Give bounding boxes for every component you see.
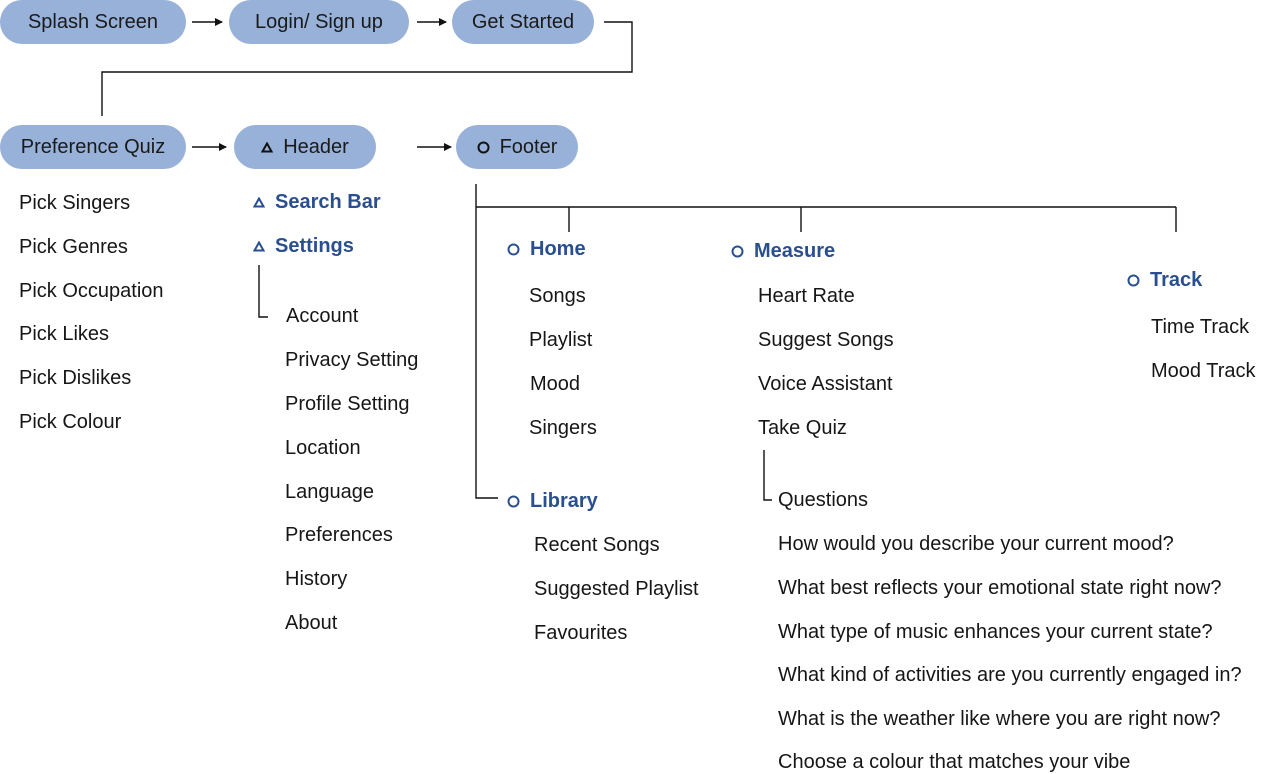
splash-screen-label: Splash Screen [27, 10, 159, 33]
quiz-item: Pick Dislikes [19, 367, 132, 389]
measure-item: Suggest Songs [758, 329, 894, 351]
quiz-item: Pick Singers [19, 192, 131, 214]
home-item: Mood [530, 373, 581, 395]
settings-heading: Settings [253, 234, 354, 258]
circle-icon [507, 495, 520, 508]
circle-icon [1127, 274, 1140, 287]
header-label: Header [283, 135, 349, 158]
search-bar-heading: Search Bar [253, 190, 381, 214]
settings-item: History [285, 568, 348, 590]
circle-icon [477, 141, 490, 154]
settings-item: Account [286, 305, 359, 327]
measure-heading: Measure [731, 239, 835, 263]
connector-get-started-to-quiz [101, 21, 633, 116]
preference-quiz-node: Preference Quiz [0, 125, 186, 169]
library-item: Recent Songs [534, 534, 660, 556]
track-heading: Track [1127, 268, 1202, 292]
home-item: Playlist [529, 329, 593, 351]
library-heading: Library [507, 489, 598, 513]
home-item: Songs [529, 285, 586, 307]
track-item: Mood Track [1151, 360, 1256, 382]
library-item: Suggested Playlist [534, 578, 699, 600]
settings-item: Preferences [285, 524, 393, 546]
settings-item: Profile Setting [285, 393, 410, 415]
get-started-label: Get Started [471, 10, 575, 33]
quiz-item: Pick Genres [19, 236, 128, 258]
track-item: Time Track [1151, 316, 1250, 338]
quiz-item: Pick Colour [19, 411, 122, 433]
footer-node: Footer [456, 125, 578, 169]
measure-item: Voice Assistant [758, 373, 893, 395]
login-signup-node: Login/ Sign up [229, 0, 409, 44]
circle-icon [507, 243, 520, 256]
question-item: What kind of activities are you currentl… [778, 664, 1242, 686]
home-item: Singers [529, 417, 597, 439]
splash-screen-node: Splash Screen [0, 0, 186, 44]
questions-heading: Questions [778, 489, 869, 511]
quiz-item: Pick Occupation [19, 280, 164, 302]
measure-item: Heart Rate [758, 285, 855, 307]
question-item: What is the weather like where you are r… [778, 708, 1221, 730]
settings-item: Language [285, 481, 374, 503]
measure-label: Measure [754, 240, 836, 262]
circle-icon [731, 245, 744, 258]
home-label: Home [530, 238, 586, 260]
connector-take-quiz-to-questions [763, 450, 772, 501]
library-label: Library [530, 490, 598, 512]
measure-item: Take Quiz [758, 417, 847, 439]
settings-item: About [285, 612, 338, 634]
get-started-node: Get Started [452, 0, 594, 44]
library-item: Favourites [534, 622, 628, 644]
question-item: Choose a colour that matches your vibe [778, 751, 1131, 773]
quiz-item: Pick Likes [19, 323, 110, 345]
login-signup-label: Login/ Sign up [255, 10, 383, 33]
question-item: What best reflects your emotional state … [778, 577, 1222, 599]
footer-label: Footer [499, 135, 558, 158]
question-item: How would you describe your current mood… [778, 533, 1174, 555]
connector-settings-to-account [258, 265, 268, 318]
triangle-icon [253, 240, 265, 252]
search-bar-label: Search Bar [275, 191, 381, 213]
settings-item: Location [285, 437, 361, 459]
triangle-icon [261, 141, 274, 153]
home-heading: Home [507, 237, 586, 261]
triangle-icon [253, 196, 265, 208]
question-item: What type of music enhances your current… [778, 621, 1213, 643]
preference-quiz-label: Preference Quiz [20, 135, 166, 158]
track-label: Track [1150, 269, 1203, 291]
connector-footer-to-library [475, 184, 498, 499]
settings-item: Privacy Setting [285, 349, 419, 371]
header-node: Header [234, 125, 376, 169]
settings-label: Settings [275, 235, 354, 257]
